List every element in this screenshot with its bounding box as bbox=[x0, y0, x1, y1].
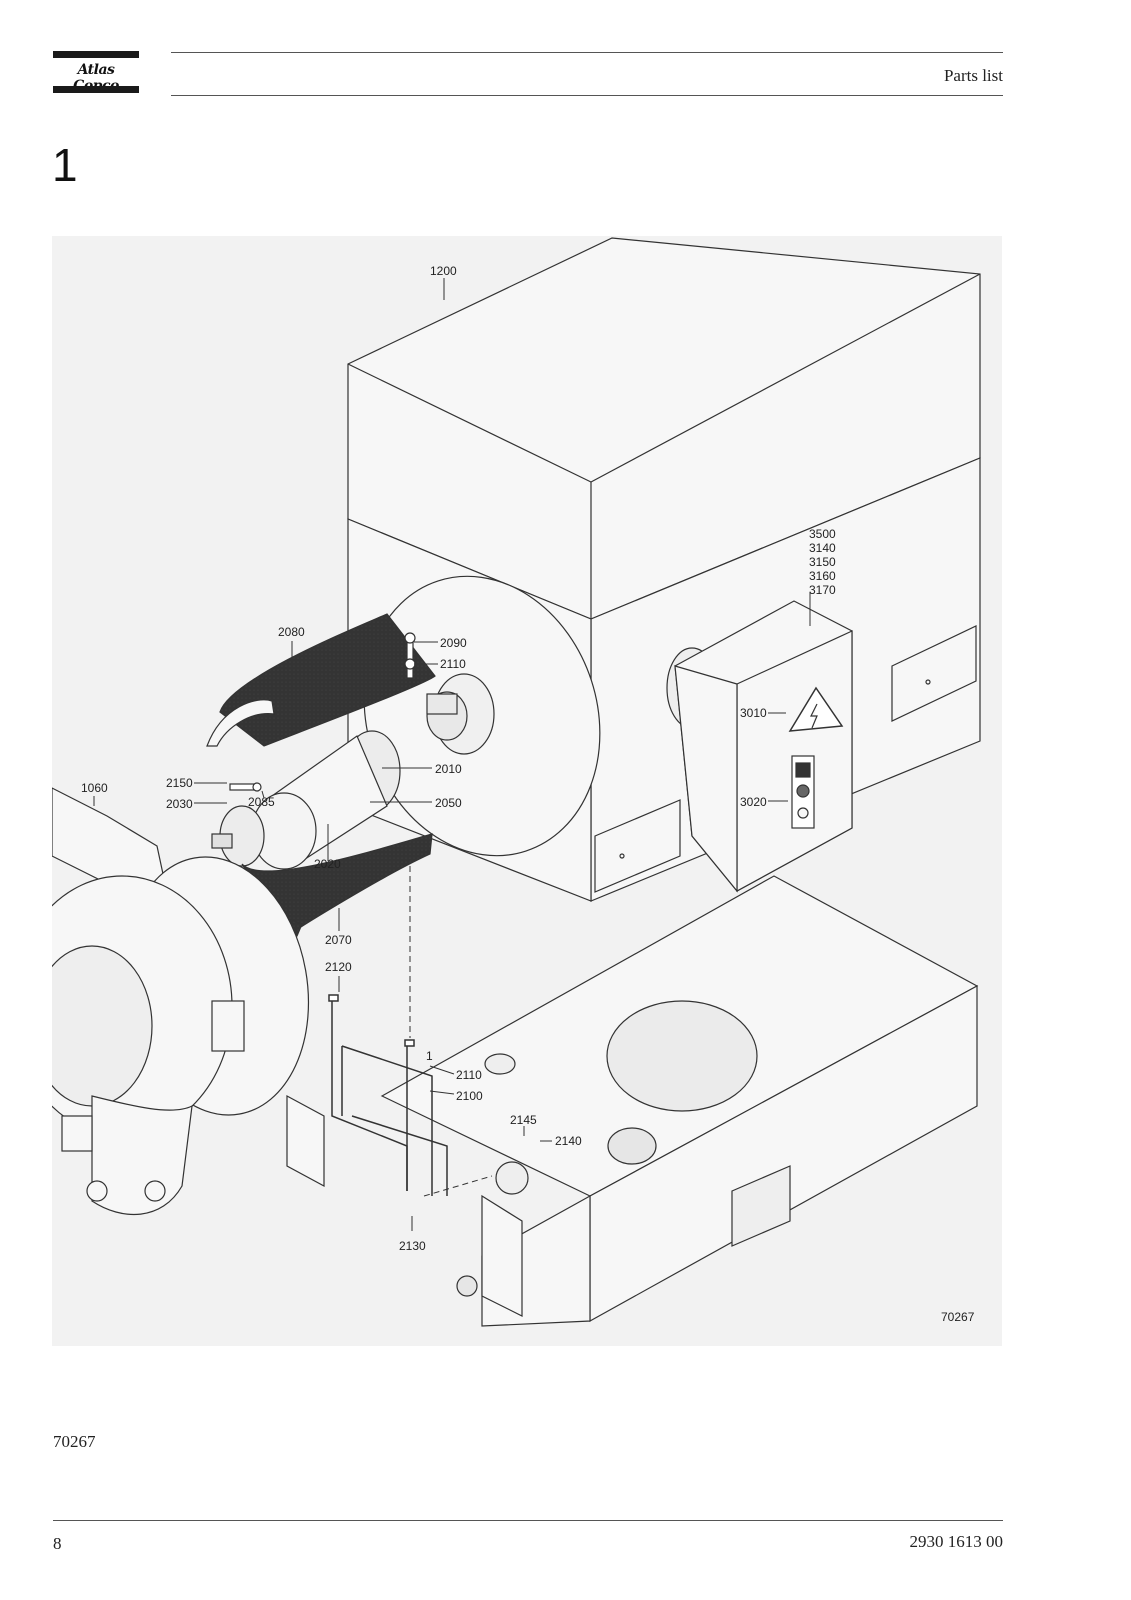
callout-3150: 3150 bbox=[809, 555, 836, 569]
exploded-view-drawing: 1200 3500 3140 3150 3160 3170 2080 2090 … bbox=[52, 236, 1002, 1346]
callout-2080: 2080 bbox=[278, 625, 305, 639]
callout-3160: 3160 bbox=[809, 569, 836, 583]
callout-2120: 2120 bbox=[325, 960, 352, 974]
callout-2110-top: 2110 bbox=[440, 657, 466, 671]
page-number: 8 bbox=[53, 1534, 62, 1553]
callout-1200: 1200 bbox=[430, 264, 457, 278]
callout-3500: 3500 bbox=[809, 527, 836, 541]
terminal-box bbox=[674, 600, 853, 893]
footer-rule bbox=[53, 1520, 1003, 1521]
callout-2145: 2145 bbox=[510, 1113, 537, 1127]
drawing-svg: 1200 3500 3140 3150 3160 3170 2080 2090 … bbox=[52, 237, 981, 1327]
callout-3020: 3020 bbox=[740, 795, 767, 809]
callout-2140: 2140 bbox=[555, 1134, 582, 1148]
header-rule-bottom bbox=[171, 95, 1003, 96]
callout-1060: 1060 bbox=[81, 781, 108, 795]
housing-vents bbox=[594, 625, 977, 893]
callout-3140: 3140 bbox=[809, 541, 836, 555]
leader-lines bbox=[93, 278, 811, 1231]
callout-3010: 3010 bbox=[740, 706, 767, 720]
callout-2020: 2020 bbox=[314, 857, 341, 871]
callout-2085: 2085 bbox=[248, 795, 275, 809]
callout-2150: 2150 bbox=[166, 776, 193, 790]
section-number: 1 bbox=[52, 139, 78, 191]
drawing-reference-number: 70267 bbox=[941, 1310, 975, 1324]
callout-2030: 2030 bbox=[166, 797, 193, 811]
callout-2090: 2090 bbox=[440, 636, 467, 650]
compressor-assembly bbox=[52, 787, 310, 1216]
callout-1: 1 bbox=[426, 1049, 433, 1063]
header-rule-top bbox=[171, 52, 1003, 53]
callout-2100: 2100 bbox=[456, 1089, 483, 1103]
logo-bar-bottom bbox=[53, 86, 139, 93]
logo-bar-top bbox=[53, 51, 139, 58]
callout-labels: 1200 3500 3140 3150 3160 3170 2080 2090 … bbox=[81, 264, 975, 1324]
callout-2070: 2070 bbox=[325, 933, 352, 947]
assembly-dash-lines bbox=[409, 866, 493, 1197]
document-title: Parts list bbox=[943, 66, 1003, 85]
base-frame bbox=[286, 875, 979, 1327]
callout-2010: 2010 bbox=[435, 762, 462, 776]
callout-2050: 2050 bbox=[435, 796, 462, 810]
figure-id: 70267 bbox=[53, 1432, 96, 1451]
atlas-copco-logo: Atlas Copco bbox=[53, 51, 139, 95]
motor-flange bbox=[363, 575, 601, 857]
coupling bbox=[211, 730, 401, 870]
callout-2130: 2130 bbox=[399, 1239, 426, 1253]
callout-2110-bottom: 2110 bbox=[456, 1068, 482, 1082]
guard-fasteners bbox=[229, 632, 416, 792]
document-number: 2930 1613 00 bbox=[909, 1532, 1004, 1551]
callout-3170: 3170 bbox=[809, 583, 836, 597]
support-bracket bbox=[328, 994, 448, 1196]
